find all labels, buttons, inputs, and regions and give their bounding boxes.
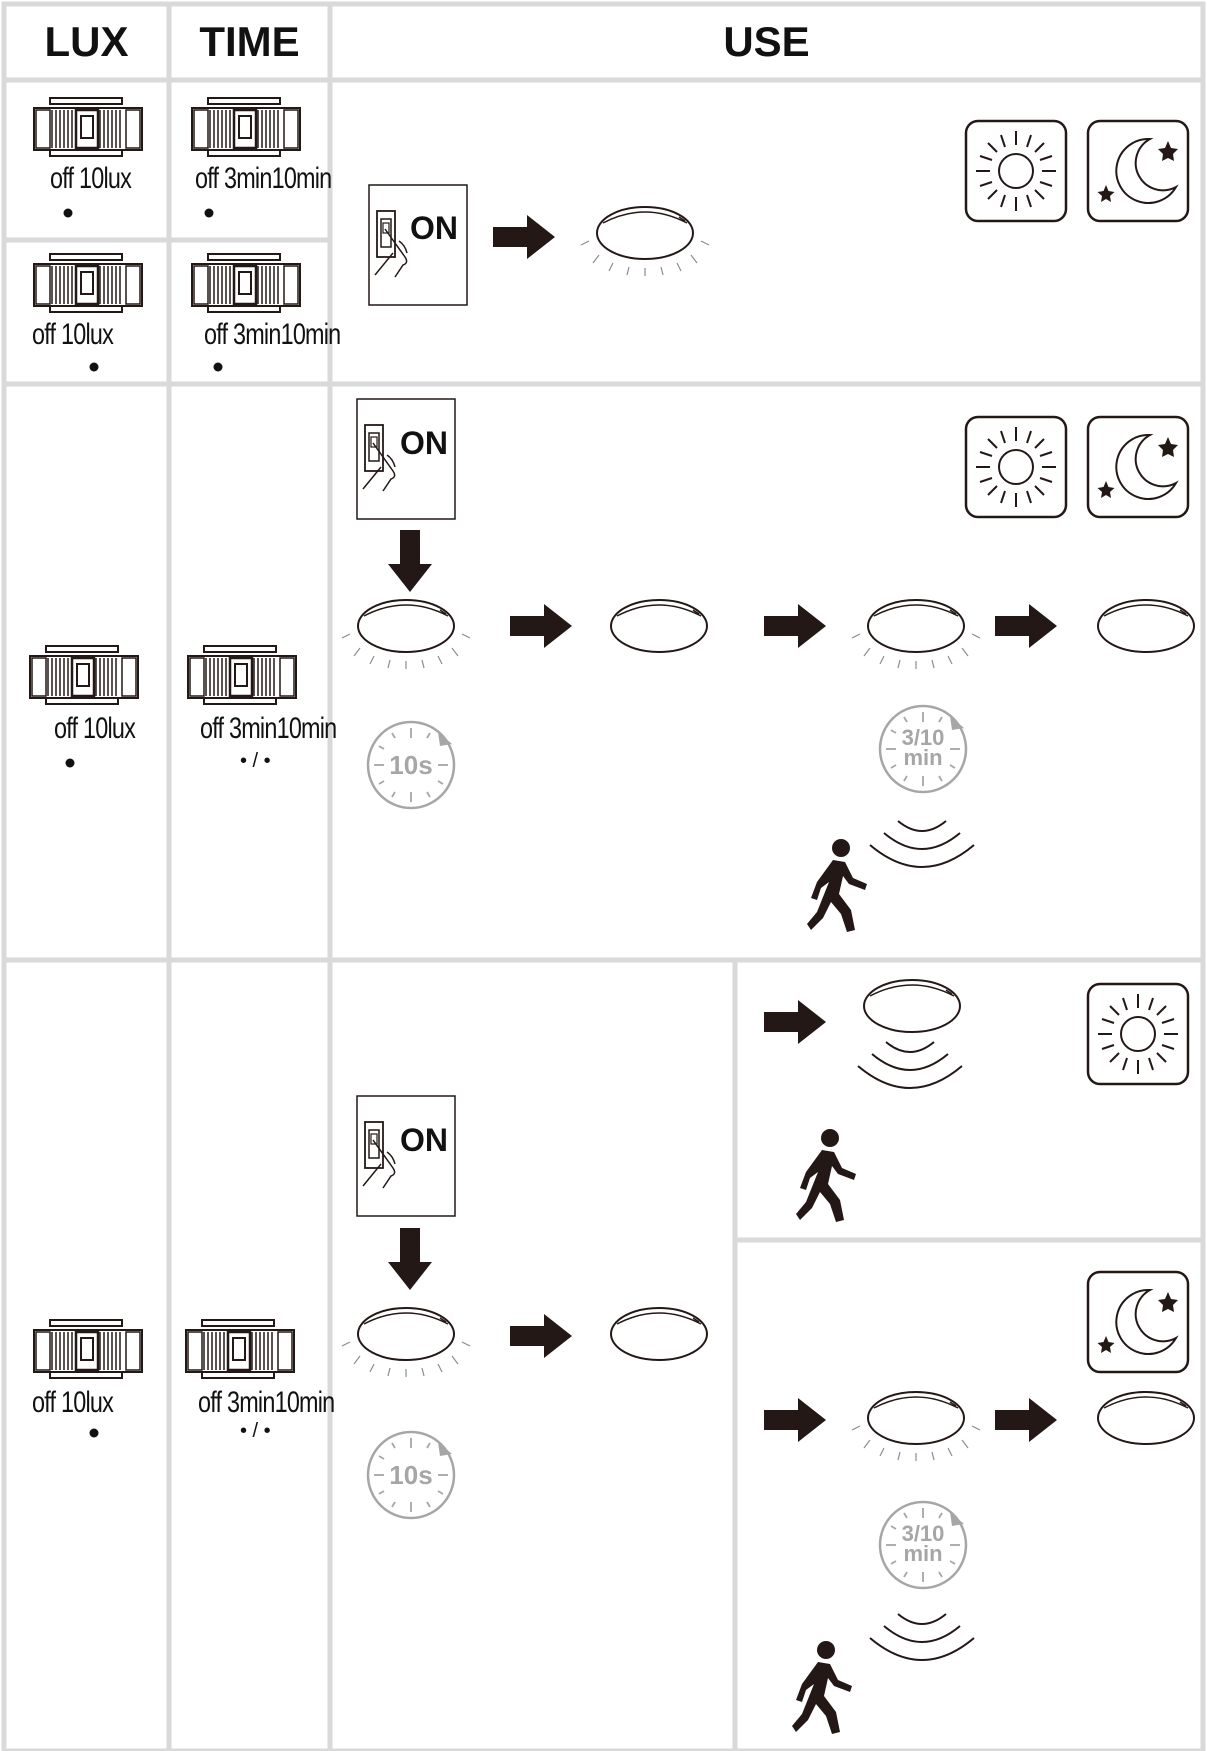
header-use: USE [723, 18, 810, 65]
arrow-right-icon [510, 1314, 572, 1358]
lux-value-label: 10lux [82, 712, 136, 745]
time-switch-diagram [190, 96, 302, 158]
time-off-label: off [204, 318, 228, 351]
time-switch-diagram [184, 1318, 296, 1380]
setting-dot [65, 758, 75, 768]
on-label: ON [410, 210, 458, 246]
time-off-label: off [198, 1386, 222, 1419]
lux-switch-diagram [32, 1318, 144, 1380]
lux-value-label: 10lux [60, 1386, 114, 1419]
arrow-down-icon [388, 1228, 432, 1290]
header-time: TIME [199, 18, 300, 65]
sensor-waves-icon [857, 1041, 963, 1089]
sun-icon [1086, 982, 1190, 1086]
lamp-on-icon [851, 1391, 981, 1462]
arrow-right-icon [995, 1398, 1057, 1442]
time-10min-label: 10min [276, 712, 338, 745]
timer-10s-label: 10s [389, 750, 433, 780]
time-switch-diagram [190, 252, 302, 314]
time-3min-label: 3min [228, 712, 277, 745]
arrow-right-icon [995, 604, 1057, 648]
time-10min-label: 10min [274, 1386, 336, 1419]
sensor-waves-icon [869, 1613, 975, 1661]
timer-10s-label: 10s [389, 1460, 433, 1490]
time-10min-label: 10min [280, 318, 342, 351]
setting-dot [63, 208, 73, 218]
timer-3-10-label: 3/10 [901, 1521, 945, 1546]
lux-off-label: off [32, 318, 56, 351]
lamp-on-icon [341, 1307, 471, 1378]
lux-value-label: 10lux [78, 162, 132, 195]
lux-switch-diagram [28, 644, 140, 706]
time-3min-label: 3min [223, 162, 272, 195]
arrow-right-icon [764, 604, 826, 648]
lamp-on-icon [341, 599, 471, 670]
time-off-label: off [200, 712, 224, 745]
setting-dot [204, 208, 214, 218]
moon-icon [1086, 119, 1190, 223]
arrow-right-icon [493, 215, 555, 259]
walking-person-icon [796, 1129, 856, 1222]
dot-separator: • / • [240, 750, 271, 772]
sensor-waves-icon [869, 820, 975, 868]
dot-separator: • / • [240, 1420, 271, 1442]
moon-icon [1086, 1270, 1190, 1374]
lux-value-label: 10lux [60, 318, 114, 351]
moon-icon [1086, 415, 1190, 519]
on-label: ON [400, 425, 448, 461]
time-3min-label: 3min [226, 1386, 275, 1419]
lux-switch-diagram [32, 252, 144, 314]
setting-dot [89, 362, 99, 372]
walking-person-icon [792, 1641, 852, 1734]
timer-min-label: min [903, 1541, 943, 1566]
lamp-off-icon [610, 1307, 708, 1361]
arrow-right-icon [764, 1398, 826, 1442]
timer-3-10-label: 3/10 [901, 725, 945, 750]
time-switch-diagram [186, 644, 298, 706]
arrow-down-icon [388, 530, 432, 592]
time-off-label: off [195, 162, 219, 195]
setting-dot [213, 362, 223, 372]
header-lux: LUX [44, 18, 129, 65]
lamp-on-icon [580, 206, 710, 277]
lamp-off-icon [1097, 1391, 1195, 1445]
timer-min-label: min [903, 745, 943, 770]
sun-icon [964, 415, 1068, 519]
time-3min-label: 3min [232, 318, 281, 351]
lux-off-label: off [54, 712, 78, 745]
walking-person-icon [807, 839, 867, 932]
on-label: ON [400, 1122, 448, 1158]
lux-off-label: off [50, 162, 74, 195]
arrow-right-icon [764, 1000, 826, 1044]
arrow-right-icon [510, 604, 572, 648]
time-10min-label: 10min [271, 162, 333, 195]
lux-switch-diagram [32, 96, 144, 158]
setting-dot [89, 1428, 99, 1438]
lamp-on-icon [851, 599, 981, 670]
lamp-off-icon [1097, 599, 1195, 653]
lamp-off-icon [610, 599, 708, 653]
sun-icon [964, 119, 1068, 223]
wall-switch-icon [368, 184, 468, 306]
lux-off-label: off [32, 1386, 56, 1419]
